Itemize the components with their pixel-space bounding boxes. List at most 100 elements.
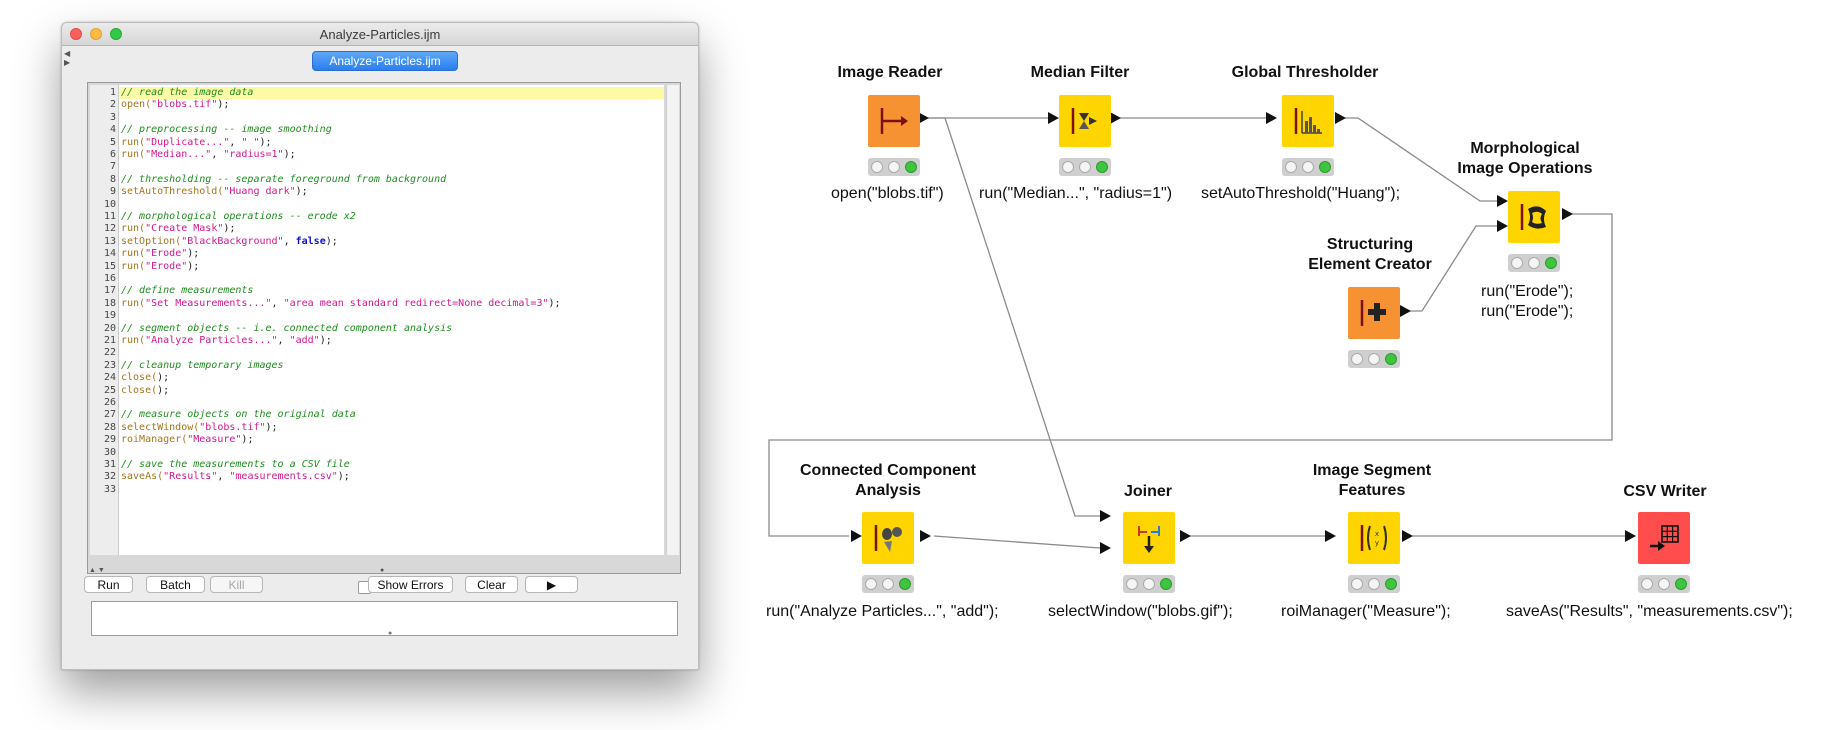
- arrow-joiner-out: [1180, 530, 1191, 542]
- code-line[interactable]: setAutoThreshold("Huang dark");: [121, 186, 308, 197]
- code-line[interactable]: roiManager("Measure");: [121, 434, 253, 445]
- zoom-window-button[interactable]: [110, 28, 122, 40]
- code-token: "Analyze Particles...": [145, 335, 278, 346]
- code-token: );: [157, 384, 170, 396]
- line-number: 11: [103, 211, 116, 222]
- tab-analyze-particles[interactable]: Analyze-Particles.ijm: [312, 51, 458, 71]
- arrow-threshold-out: [1335, 112, 1346, 124]
- close-window-button[interactable]: [70, 28, 82, 40]
- code-line[interactable]: // read the image data: [121, 87, 253, 98]
- edge-reader-joiner: [925, 117, 1100, 517]
- code-line[interactable]: run("Erode");: [121, 248, 199, 259]
- status-image-segment-features: [1348, 575, 1400, 593]
- play-button[interactable]: ▶: [525, 576, 578, 593]
- code-line[interactable]: run("Analyze Particles...", "add");: [121, 335, 332, 346]
- node-joiner[interactable]: [1123, 512, 1175, 564]
- code-token: // define measurements: [121, 285, 254, 297]
- code-line[interactable]: run("Erode");: [121, 261, 199, 272]
- code-token: );: [548, 297, 561, 309]
- edge-morph-cca: [768, 213, 1613, 537]
- node-label-image-segment-features: Image Segment Features: [1287, 461, 1457, 501]
- code-line[interactable]: // save the measurements to a CSV file: [121, 459, 350, 470]
- line-number: 25: [103, 384, 116, 396]
- line-number: 28: [103, 421, 116, 433]
- arrow-threshold-in: [1266, 112, 1277, 124]
- code-line[interactable]: // segment objects -- i.e. connected com…: [121, 323, 452, 334]
- code-line[interactable]: run("Create Mask");: [121, 223, 235, 234]
- node-image-reader[interactable]: [868, 95, 920, 147]
- run-button[interactable]: Run: [84, 576, 133, 593]
- line-number: 2: [109, 99, 116, 111]
- caption-joiner: selectWindow("blobs.gif");: [1048, 603, 1233, 620]
- node-structuring-element-creator[interactable]: [1348, 287, 1400, 339]
- line-number: 9: [109, 186, 116, 198]
- code-line[interactable]: run("Median...", "radius=1");: [121, 149, 296, 160]
- splitter-handle[interactable]: ▲ ▼●: [89, 567, 385, 574]
- code-line[interactable]: open("blobs.tif");: [121, 99, 229, 110]
- code-token: "Results": [163, 471, 218, 483]
- svg-text:x: x: [1375, 530, 1379, 538]
- label-structuring-line2: Element Creator: [1308, 256, 1432, 273]
- caption-image-reader: open("blobs.tif"): [831, 185, 944, 202]
- tab-scroll-arrows-icon[interactable]: ◀▶: [64, 49, 71, 67]
- code-token: run(: [121, 297, 146, 309]
- code-token: "blobs.tif": [151, 99, 218, 111]
- node-global-thresholder[interactable]: [1282, 95, 1334, 147]
- node-csv-writer[interactable]: [1638, 512, 1690, 564]
- edge-struct-morph: [1407, 225, 1497, 312]
- node-connected-component-analysis[interactable]: [862, 512, 914, 564]
- clear-button[interactable]: Clear: [465, 576, 518, 593]
- code-line[interactable]: run("Set Measurements...", "area mean st…: [121, 298, 561, 309]
- code-line[interactable]: // morphological operations -- erode x2: [121, 211, 356, 222]
- vertical-scrollbar[interactable]: [666, 85, 679, 555]
- line-number: 13: [103, 235, 116, 247]
- edge-cca-joiner: [933, 535, 1101, 549]
- code-token: run(: [121, 136, 146, 148]
- code-token: roiManager(: [121, 434, 188, 446]
- title-bar[interactable]: Analyze-Particles.ijm: [62, 23, 698, 46]
- line-number: 16: [103, 273, 116, 284]
- output-console[interactable]: [91, 601, 678, 636]
- line-number: 33: [103, 483, 116, 495]
- code-line[interactable]: run("Duplicate...", " ");: [121, 137, 272, 148]
- show-errors-button[interactable]: Show Errors: [368, 576, 453, 593]
- kill-button[interactable]: Kill: [210, 576, 263, 593]
- label-cca-line2: Analysis: [855, 482, 921, 499]
- code-line[interactable]: // preprocessing -- image smoothing: [121, 124, 332, 135]
- code-token: setAutoThreshold(: [121, 186, 224, 198]
- code-token: run(: [121, 149, 146, 160]
- code-line[interactable]: saveAs("Results", "measurements.csv");: [121, 471, 350, 482]
- threshold-histogram-icon: [1294, 108, 1322, 134]
- arrow-joiner-in1: [1100, 510, 1111, 522]
- line-number: 22: [103, 347, 116, 359]
- node-label-joiner: Joiner: [1123, 483, 1172, 500]
- code-line[interactable]: // define measurements: [121, 285, 253, 296]
- code-line[interactable]: // measure objects on the original data: [121, 409, 356, 420]
- node-morphological-operations[interactable]: [1508, 191, 1560, 243]
- code-line[interactable]: // cleanup temporary images: [121, 360, 284, 371]
- caption-connected-component: run("Analyze Particles...", "add");: [766, 603, 999, 620]
- arrow-joiner-in2: [1100, 542, 1111, 554]
- code-line[interactable]: close();: [121, 372, 169, 383]
- code-token: // save the measurements to a CSV file: [121, 459, 350, 470]
- code-line[interactable]: close();: [121, 385, 169, 396]
- node-median-filter[interactable]: [1059, 95, 1111, 147]
- code-token: // morphological operations -- erode x2: [121, 211, 356, 222]
- caption-morphological-line1: run("Erode");: [1481, 283, 1574, 300]
- resize-grip-icon[interactable]: ●: [388, 630, 393, 637]
- code-line[interactable]: selectWindow("blobs.tif");: [121, 422, 278, 433]
- code-line[interactable]: // thresholding -- separate foreground f…: [121, 174, 446, 185]
- label-features-line1: Image Segment: [1312, 462, 1432, 479]
- batch-button[interactable]: Batch: [146, 576, 205, 593]
- node-label-csv-writer: CSV Writer: [1623, 483, 1707, 500]
- line-number: 27: [103, 409, 116, 421]
- caption-csv-writer: saveAs("Results", "measurements.csv");: [1506, 603, 1793, 620]
- code-token: "add": [289, 335, 320, 346]
- node-label-structuring: Structuring Element Creator: [1290, 235, 1450, 275]
- minimize-window-button[interactable]: [90, 28, 102, 40]
- structuring-element-icon: [1360, 300, 1386, 326]
- code-line[interactable]: setOption("BlackBackground", false);: [121, 236, 338, 247]
